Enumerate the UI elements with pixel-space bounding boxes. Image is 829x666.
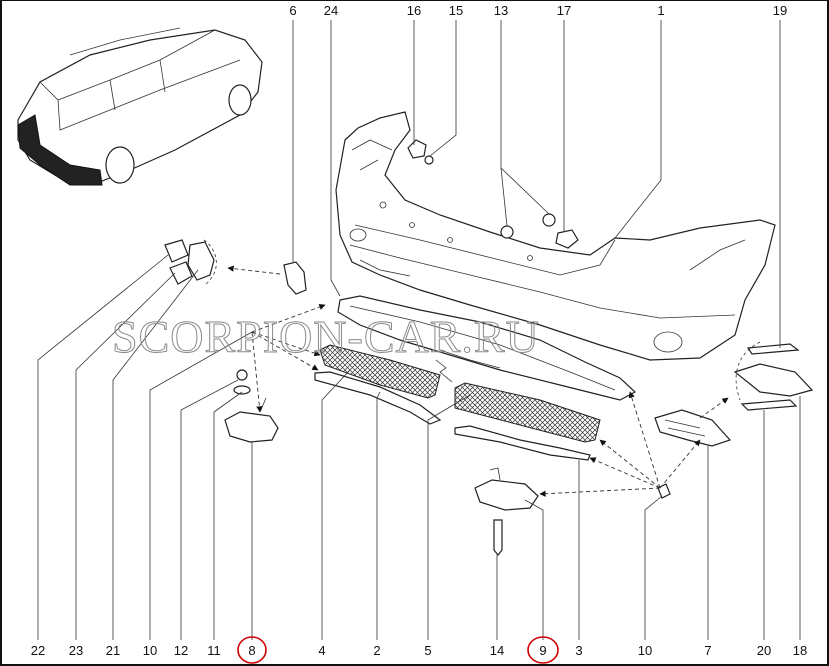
label-7: 7: [704, 643, 711, 658]
label-6: 6: [289, 3, 296, 18]
label-2: 2: [373, 643, 380, 658]
bottom-leader-lines: [37, 254, 801, 640]
label-23: 23: [69, 643, 83, 658]
reflector-18: [733, 363, 814, 397]
bottom-labels: 22 23 21 10 12 11 8 4 2 5 14 9 3 10 7 20…: [31, 643, 807, 658]
label-24: 24: [324, 3, 338, 18]
highlight-circle-9: [527, 636, 559, 664]
fastener-13b: [542, 213, 556, 227]
watermark-text: SCORPION-CAR.RU: [112, 311, 540, 362]
fastener-15: [424, 155, 434, 165]
label-12: 12: [174, 643, 188, 658]
highlight-circle-8: [237, 636, 267, 664]
label-4: 4: [318, 643, 325, 658]
label-14: 14: [490, 643, 504, 658]
trim-20: [740, 399, 798, 411]
car-silhouette: [17, 27, 263, 186]
left-reflector-parts: [164, 239, 217, 285]
trim-2: [314, 371, 442, 425]
label-10-left: 10: [143, 643, 157, 658]
fastener-group: [407, 139, 579, 249]
rear-bumper: [335, 111, 776, 361]
label-21: 21: [106, 643, 120, 658]
assembly-arrows: [227, 265, 729, 497]
fastener-13a: [500, 225, 514, 239]
fastener-17: [555, 229, 579, 249]
trim-19: [746, 343, 800, 355]
label-16: 16: [407, 3, 421, 18]
label-10-right: 10: [638, 643, 652, 658]
label-8: 8: [248, 643, 255, 658]
reflector-7: [654, 409, 732, 447]
left-tow-cover: [224, 369, 279, 443]
diffuser-24: [337, 295, 637, 401]
top-leader-lines: [292, 20, 781, 348]
label-18: 18: [793, 643, 807, 658]
label-15: 15: [449, 3, 463, 18]
label-1: 1: [657, 3, 664, 18]
label-17: 17: [557, 3, 571, 18]
fastener-16: [407, 139, 427, 159]
top-labels: 6 24 16 15 13 17 1 19: [289, 3, 787, 18]
label-3: 3: [575, 643, 582, 658]
right-tow-cover: [474, 467, 539, 556]
label-19: 19: [773, 3, 787, 18]
label-9: 9: [539, 643, 546, 658]
label-22: 22: [31, 643, 45, 658]
label-20: 20: [757, 643, 771, 658]
grille-4: [319, 344, 441, 399]
bracket-6: [283, 261, 307, 295]
grille-5: [454, 382, 601, 443]
label-11: 11: [207, 643, 221, 658]
trim-3: [454, 425, 591, 461]
label-13: 13: [494, 3, 508, 18]
label-5: 5: [424, 643, 431, 658]
